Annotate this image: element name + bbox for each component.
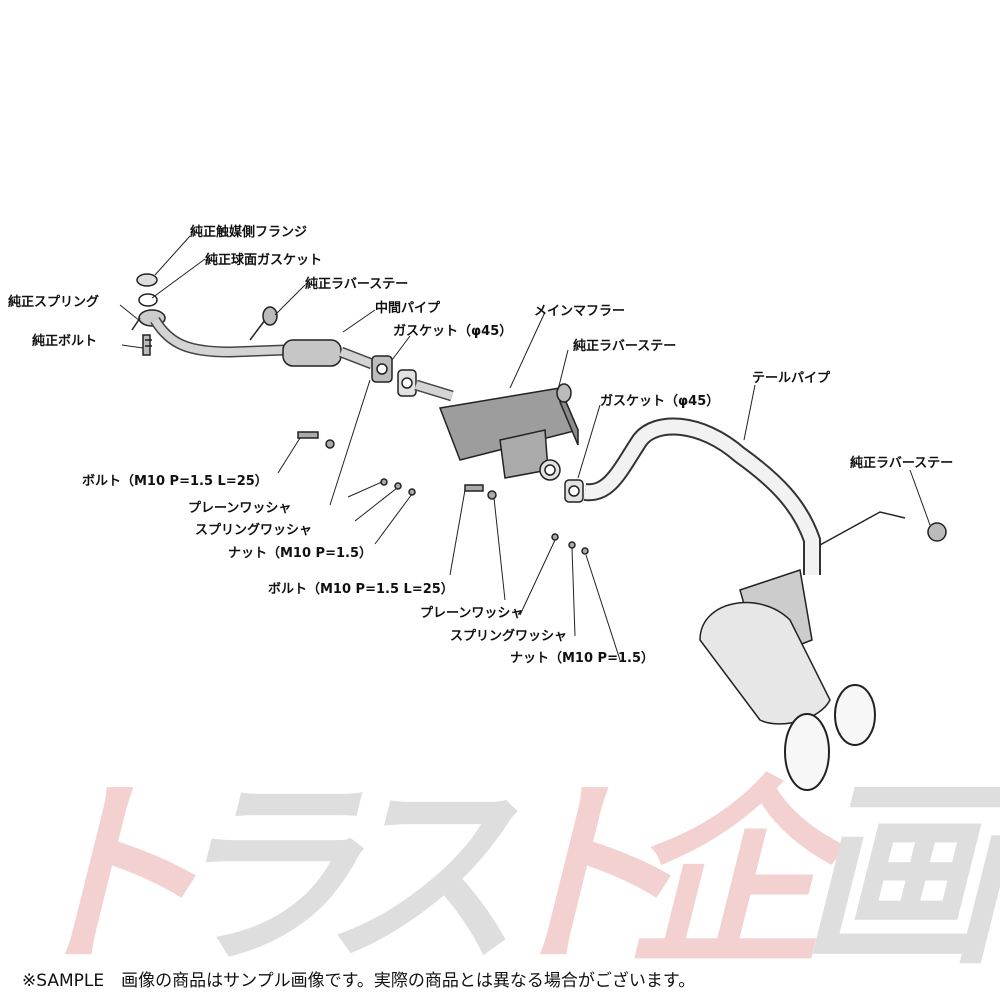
label-spring: 純正スプリング: [8, 294, 99, 310]
watermark-char-2: ラ: [160, 760, 365, 993]
watermark-char-5: 企: [625, 760, 851, 993]
label-mid-pipe: 中間パイプ: [375, 300, 441, 316]
label-gasket-2: ガスケット（φ45）: [600, 393, 719, 409]
label-ball-gasket: 純正球面ガスケット: [205, 252, 322, 268]
watermark-char-3: ス: [320, 760, 520, 993]
label-bolt-std: 純正ボルト: [32, 333, 97, 349]
label-spring-washer-1: スプリングワッシャ: [195, 522, 312, 538]
hardware-set-2: [464, 484, 589, 555]
label-plain-washer-2: プレーンワッシャ: [420, 606, 523, 621]
label-bolt-2: ボルト（M10 P=1.5 L=25）: [268, 581, 454, 597]
label-nut-1: ナット（M10 P=1.5）: [228, 545, 372, 561]
main-muffler: [438, 383, 580, 481]
watermark-char-6: 画: [800, 760, 1000, 993]
label-tail-pipe: テールパイプ: [752, 371, 831, 386]
label-rubber-stay-1: 純正ラバーステー: [305, 276, 408, 292]
sample-disclaimer: ※SAMPLE 画像の商品はサンプル画像です。実際の商品とは異なる場合がございま…: [22, 971, 696, 991]
part-labels: 純正触媒側フランジ 純正球面ガスケット 純正スプリング 純正ラバーステー 純正ボ…: [8, 224, 953, 666]
label-spring-washer-2: スプリングワッシャ: [450, 628, 567, 644]
label-gasket-1: ガスケット（φ45）: [393, 323, 512, 339]
label-plain-washer-1: プレーンワッシャ: [188, 501, 291, 516]
watermark-logo: ト ラ ス ト 企 画: [5, 760, 1000, 993]
label-nut-2: ナット（M10 P=1.5）: [510, 650, 654, 666]
watermark-char-4: ト: [480, 760, 680, 993]
tail-pipe: [564, 417, 947, 791]
label-cat-flange: 純正触媒側フランジ: [190, 224, 307, 240]
label-rubber-stay-2: 純正ラバーステー: [573, 338, 676, 354]
label-rubber-stay-3: 純正ラバーステー: [850, 455, 953, 471]
mid-pipe: [150, 306, 374, 370]
label-bolt-1: ボルト（M10 P=1.5 L=25）: [82, 473, 268, 489]
label-main-muffler: メインマフラー: [534, 304, 625, 319]
watermark-char-1: ト: [5, 760, 205, 993]
front-flange-assembly: [131, 273, 166, 356]
mid-flange: [371, 355, 454, 402]
leader-lines: [119, 235, 931, 661]
parts-drawing: [131, 273, 947, 791]
hardware-set-1: [297, 431, 416, 496]
